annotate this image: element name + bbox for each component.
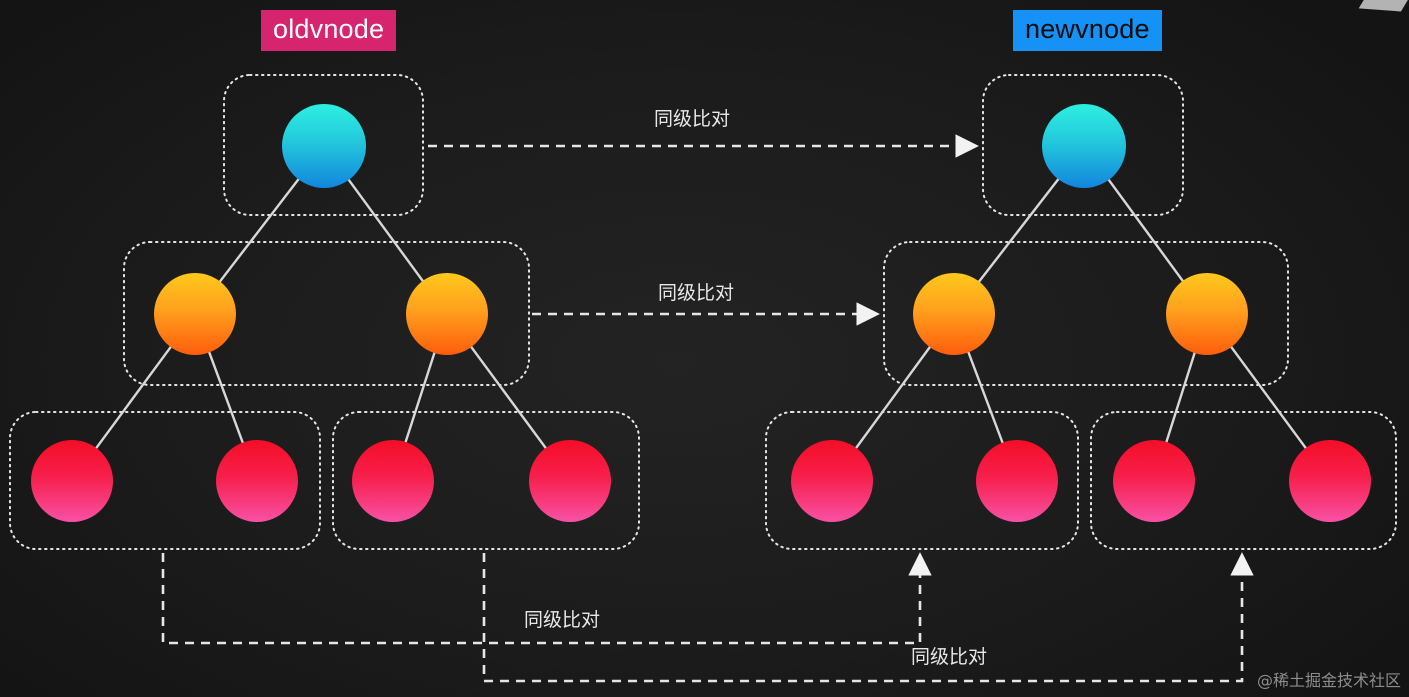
- newvnode-tree-node-leaf3: [1289, 440, 1371, 522]
- oldvnode-tree-mid-group: [123, 241, 530, 386]
- newvnode-tree-root-group: [982, 74, 1184, 216]
- badge-oldvnode: oldvnode: [261, 10, 397, 51]
- newvnode-tree-edge-root-mid-0: [976, 176, 1061, 285]
- newvnode-tree-node-leaf0: [791, 440, 873, 522]
- newvnode-tree-edge-mid0-leaf1: [966, 349, 1005, 446]
- newvnode-tree-mid-group: [883, 241, 1289, 386]
- oldvnode-tree-root-group: [223, 74, 424, 216]
- newvnode-tree-node-mid0: [913, 273, 995, 355]
- newvnode-tree-edge-mid0-leaf0: [853, 344, 933, 451]
- compare-arrow-level3-left: [161, 552, 932, 645]
- newvnode-tree-edge-mid1-leaf0: [1164, 349, 1197, 446]
- caption-compare-level1: 同级比对: [654, 108, 731, 130]
- newvnode-tree-edge-mid1-leaf1: [1228, 344, 1309, 451]
- oldvnode-tree-edge-mid0-leaf0: [93, 344, 174, 451]
- badge-newvnode: newvnode: [1013, 10, 1162, 51]
- newvnode-tree-node-mid1: [1166, 273, 1248, 355]
- compare-arrow-level3-right: [482, 552, 1254, 683]
- badge-newvnode-label: newvnode: [1025, 14, 1150, 44]
- oldvnode-tree-edge-mid1-leaf0: [403, 349, 437, 446]
- group-boxes: [9, 74, 1397, 550]
- newvnode-tree-node-leaf2: [1113, 440, 1195, 522]
- oldvnode-tree-edge-mid0-leaf1: [207, 349, 245, 446]
- oldvnode-tree-node-leaf3: [529, 440, 611, 522]
- newvnode-tree-leaf-group-left: [765, 411, 1079, 550]
- watermark: @稀土掘金技术社区: [1256, 671, 1401, 690]
- oldvnode-tree-node-mid0: [154, 273, 236, 355]
- oldvnode-tree-node-mid1: [406, 273, 488, 355]
- tree-edges: [93, 176, 1309, 451]
- oldvnode-tree-node-leaf0: [31, 440, 113, 522]
- oldvnode-tree-edge-root-mid-0: [217, 176, 301, 285]
- oldvnode-tree-edge-mid1-leaf1: [468, 344, 549, 451]
- caption-compare-level2: 同级比对: [658, 282, 735, 304]
- oldvnode-tree-edge-root-mid-1: [346, 177, 426, 284]
- compare-arrows: [161, 134, 1254, 683]
- oldvnode-tree-node-leaf1: [216, 440, 298, 522]
- oldvnode-tree-node-leaf2: [352, 440, 434, 522]
- caption-compare-level3-right: 同级比对: [911, 646, 988, 668]
- caption-compare-level3-left: 同级比对: [524, 609, 601, 631]
- tree-nodes: [31, 104, 1371, 522]
- oldvnode-tree-node-root: [282, 104, 366, 188]
- newvnode-tree-node-root: [1042, 104, 1126, 188]
- oldvnode-tree-leaf-group-right: [332, 411, 640, 550]
- newvnode-tree-leaf-group-right: [1090, 411, 1397, 550]
- badge-oldvnode-label: oldvnode: [273, 14, 385, 44]
- newvnode-tree-edge-root-mid-1: [1106, 177, 1186, 284]
- oldvnode-tree-leaf-group-left: [9, 411, 321, 550]
- newvnode-tree-node-leaf1: [976, 440, 1058, 522]
